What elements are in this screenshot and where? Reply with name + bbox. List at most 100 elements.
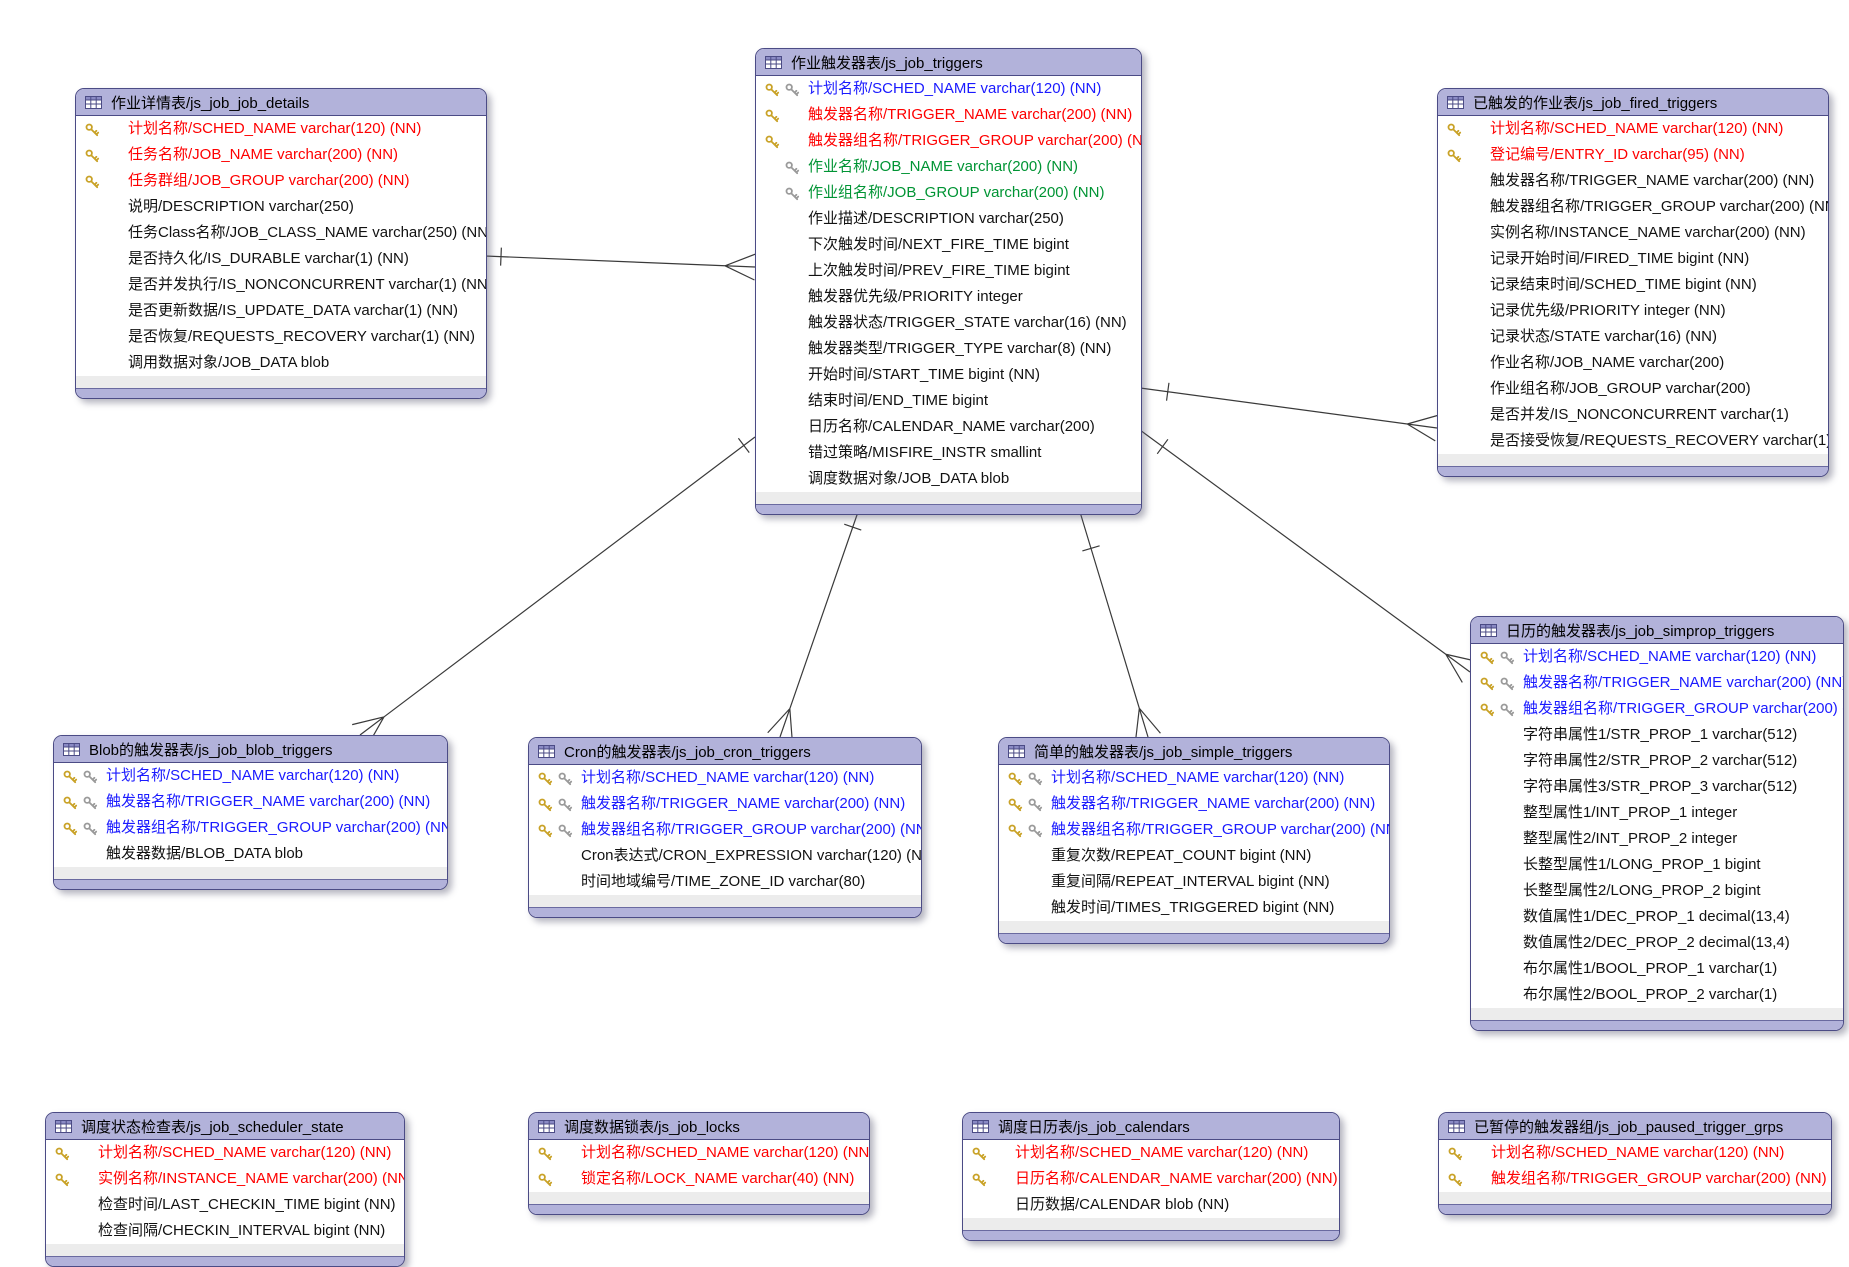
- column-row[interactable]: 检查时间/LAST_CHECKIN_TIME bigint (NN): [46, 1192, 404, 1218]
- column-row[interactable]: 计划名称/SCHED_NAME varchar(120) (NN): [1439, 1140, 1831, 1166]
- column-row[interactable]: 计划名称/SCHED_NAME varchar(120) (NN): [756, 76, 1141, 102]
- table-header-js_job_locks[interactable]: 调度数据锁表/js_job_locks: [529, 1113, 869, 1140]
- column-row[interactable]: 触发器数据/BLOB_DATA blob: [54, 841, 447, 867]
- table-header-js_job_simple_triggers[interactable]: 简单的触发器表/js_job_simple_triggers: [999, 738, 1389, 765]
- column-row[interactable]: 触发器类型/TRIGGER_TYPE varchar(8) (NN): [756, 336, 1141, 362]
- column-row[interactable]: 是否持久化/IS_DURABLE varchar(1) (NN): [76, 246, 486, 272]
- column-row[interactable]: 长整型属性1/LONG_PROP_1 bigint: [1471, 852, 1843, 878]
- table-header-js_job_calendars[interactable]: 调度日历表/js_job_calendars: [963, 1113, 1339, 1140]
- column-row[interactable]: Cron表达式/CRON_EXPRESSION varchar(120) (NN…: [529, 843, 921, 869]
- column-row[interactable]: 说明/DESCRIPTION varchar(250): [76, 194, 486, 220]
- relation-line[interactable]: [1139, 429, 1478, 683]
- column-row[interactable]: 长整型属性2/LONG_PROP_2 bigint: [1471, 878, 1843, 904]
- table-header-js_job_job_details[interactable]: 作业详情表/js_job_job_details: [76, 89, 486, 116]
- column-row[interactable]: 触发器组名称/TRIGGER_GROUP varchar(200) (NN): [1438, 194, 1828, 220]
- column-row[interactable]: 触发时间/TIMES_TRIGGERED bigint (NN): [999, 895, 1389, 921]
- column-row[interactable]: 触发器组名称/TRIGGER_GROUP varchar(200) (NN): [1471, 696, 1843, 722]
- column-row[interactable]: 重复次数/REPEAT_COUNT bigint (NN): [999, 843, 1389, 869]
- column-row[interactable]: 计划名称/SCHED_NAME varchar(120) (NN): [999, 765, 1389, 791]
- column-row[interactable]: 触发器名称/TRIGGER_NAME varchar(200) (NN): [1471, 670, 1843, 696]
- table-header-js_job_scheduler_state[interactable]: 调度状态检查表/js_job_scheduler_state: [46, 1113, 404, 1140]
- relation-line[interactable]: [1079, 511, 1161, 741]
- column-row[interactable]: 整型属性2/INT_PROP_2 integer: [1471, 826, 1843, 852]
- table-header-js_job_blob_triggers[interactable]: Blob的触发器表/js_job_blob_triggers: [54, 736, 447, 763]
- column-row[interactable]: 计划名称/SCHED_NAME varchar(120) (NN): [1438, 116, 1828, 142]
- column-row[interactable]: 数值属性1/DEC_PROP_1 decimal(13,4): [1471, 904, 1843, 930]
- column-row[interactable]: 计划名称/SCHED_NAME varchar(120) (NN): [76, 116, 486, 142]
- column-row[interactable]: 是否并发/IS_NONCONCURRENT varchar(1): [1438, 402, 1828, 428]
- column-row[interactable]: 是否并发执行/IS_NONCONCURRENT varchar(1) (NN): [76, 272, 486, 298]
- column-row[interactable]: 作业组名称/JOB_GROUP varchar(200): [1438, 376, 1828, 402]
- column-row[interactable]: 触发器组名称/TRIGGER_GROUP varchar(200) (NN): [756, 128, 1141, 154]
- column-row[interactable]: 任务名称/JOB_NAME varchar(200) (NN): [76, 142, 486, 168]
- relation-details-triggers[interactable]: [484, 247, 756, 281]
- column-row[interactable]: 触发器名称/TRIGGER_NAME varchar(200) (NN): [54, 789, 447, 815]
- column-row[interactable]: 计划名称/SCHED_NAME varchar(120) (NN): [529, 1140, 869, 1166]
- column-row[interactable]: 日历名称/CALENDAR_NAME varchar(200): [756, 414, 1141, 440]
- column-row[interactable]: 计划名称/SCHED_NAME varchar(120) (NN): [529, 765, 921, 791]
- column-row[interactable]: 是否更新数据/IS_UPDATE_DATA varchar(1) (NN): [76, 298, 486, 324]
- column-row[interactable]: 触发器名称/TRIGGER_NAME varchar(200) (NN): [756, 102, 1141, 128]
- table-header-js_job_triggers[interactable]: 作业触发器表/js_job_triggers: [756, 49, 1141, 76]
- column-row[interactable]: 时间地域编号/TIME_ZONE_ID varchar(80): [529, 869, 921, 895]
- relation-triggers-simple[interactable]: [1079, 511, 1161, 741]
- table-header-js_job_paused_trigger_grps[interactable]: 已暂停的触发器组/js_job_paused_trigger_grps: [1439, 1113, 1831, 1140]
- column-row[interactable]: 记录优先级/PRIORITY integer (NN): [1438, 298, 1828, 324]
- column-row[interactable]: 日历名称/CALENDAR_NAME varchar(200) (NN): [963, 1166, 1339, 1192]
- column-row[interactable]: 触发器组名称/TRIGGER_GROUP varchar(200) (NN): [999, 817, 1389, 843]
- column-row[interactable]: 上次触发时间/PREV_FIRE_TIME bigint: [756, 258, 1141, 284]
- column-row[interactable]: 重复间隔/REPEAT_INTERVAL bigint (NN): [999, 869, 1389, 895]
- column-row[interactable]: 字符串属性1/STR_PROP_1 varchar(512): [1471, 722, 1843, 748]
- column-row[interactable]: 实例名称/INSTANCE_NAME varchar(200) (NN): [1438, 220, 1828, 246]
- relation-triggers-cron[interactable]: [767, 511, 862, 742]
- column-row[interactable]: 整型属性1/INT_PROP_1 integer: [1471, 800, 1843, 826]
- column-row[interactable]: 登记编号/ENTRY_ID varchar(95) (NN): [1438, 142, 1828, 168]
- column-row[interactable]: 触发器组名称/TRIGGER_GROUP varchar(200) (NN): [54, 815, 447, 841]
- column-row[interactable]: 触发器状态/TRIGGER_STATE varchar(16) (NN): [756, 310, 1141, 336]
- column-row[interactable]: 计划名称/SCHED_NAME varchar(120) (NN): [963, 1140, 1339, 1166]
- column-row[interactable]: 记录结束时间/SCHED_TIME bigint (NN): [1438, 272, 1828, 298]
- column-row[interactable]: 计划名称/SCHED_NAME varchar(120) (NN): [46, 1140, 404, 1166]
- column-row[interactable]: 计划名称/SCHED_NAME varchar(120) (NN): [1471, 644, 1843, 670]
- table-header-js_job_simprop_triggers[interactable]: 日历的触发器表/js_job_simprop_triggers: [1471, 617, 1843, 644]
- column-row[interactable]: 触发器优先级/PRIORITY integer: [756, 284, 1141, 310]
- relation-line[interactable]: [484, 247, 756, 281]
- column-row[interactable]: 是否恢复/REQUESTS_RECOVERY varchar(1) (NN): [76, 324, 486, 350]
- column-row[interactable]: 作业描述/DESCRIPTION varchar(250): [756, 206, 1141, 232]
- relation-line[interactable]: [1139, 382, 1439, 442]
- column-row[interactable]: 字符串属性2/STR_PROP_2 varchar(512): [1471, 748, 1843, 774]
- column-row[interactable]: 布尔属性1/BOOL_PROP_1 varchar(1): [1471, 956, 1843, 982]
- column-row[interactable]: 记录开始时间/FIRED_TIME bigint (NN): [1438, 246, 1828, 272]
- column-row[interactable]: 实例名称/INSTANCE_NAME varchar(200) (NN): [46, 1166, 404, 1192]
- column-row[interactable]: 触发器名称/TRIGGER_NAME varchar(200) (NN): [1438, 168, 1828, 194]
- column-row[interactable]: 日历数据/CALENDAR blob (NN): [963, 1192, 1339, 1218]
- column-row[interactable]: 布尔属性2/BOOL_PROP_2 varchar(1): [1471, 982, 1843, 1008]
- column-row[interactable]: 触发器组名称/TRIGGER_GROUP varchar(200) (NN): [529, 817, 921, 843]
- column-row[interactable]: 触发器名称/TRIGGER_NAME varchar(200) (NN): [999, 791, 1389, 817]
- column-row[interactable]: 任务Class名称/JOB_CLASS_NAME varchar(250) (N…: [76, 220, 486, 246]
- column-row[interactable]: 下次触发时间/NEXT_FIRE_TIME bigint: [756, 232, 1141, 258]
- column-row[interactable]: 调度数据对象/JOB_DATA blob: [756, 466, 1141, 492]
- column-row[interactable]: 触发器名称/TRIGGER_NAME varchar(200) (NN): [529, 791, 921, 817]
- relation-triggers-fired[interactable]: [1139, 382, 1439, 442]
- column-row[interactable]: 作业名称/JOB_NAME varchar(200): [1438, 350, 1828, 376]
- column-row[interactable]: 字符串属性3/STR_PROP_3 varchar(512): [1471, 774, 1843, 800]
- column-row[interactable]: 结束时间/END_TIME bigint: [756, 388, 1141, 414]
- column-row[interactable]: 锁定名称/LOCK_NAME varchar(40) (NN): [529, 1166, 869, 1192]
- column-row[interactable]: 错过策略/MISFIRE_INSTR smallint: [756, 440, 1141, 466]
- column-row[interactable]: 触发组名称/TRIGGER_GROUP varchar(200) (NN): [1439, 1166, 1831, 1192]
- column-row[interactable]: 作业组名称/JOB_GROUP varchar(200) (NN): [756, 180, 1141, 206]
- column-row[interactable]: 调用数据对象/JOB_DATA blob: [76, 350, 486, 376]
- column-row[interactable]: 开始时间/START_TIME bigint (NN): [756, 362, 1141, 388]
